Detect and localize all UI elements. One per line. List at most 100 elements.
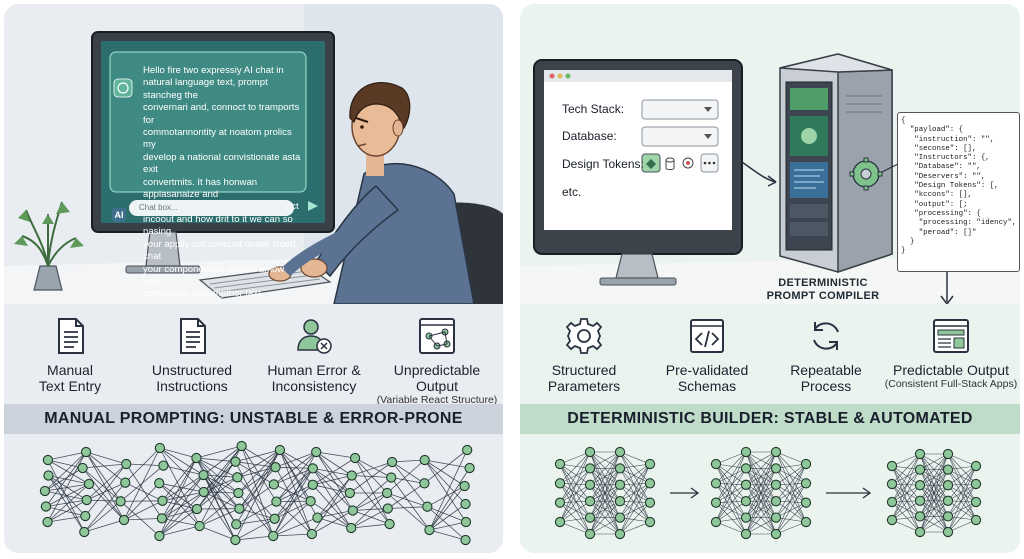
network-node — [346, 522, 357, 534]
network-node — [154, 442, 166, 454]
feature-pre-validated-schemas: Pre-validated Schemas — [647, 316, 767, 394]
manual-prompting-banner: MANUAL PROMPTING: UNSTABLE & ERROR-PRONE — [4, 404, 503, 434]
structured-neural-network — [554, 446, 982, 540]
network-node — [81, 494, 92, 506]
deterministic-builder-banner: DETERMINISTIC BUILDER: STABLE & AUTOMATE… — [520, 404, 1020, 434]
network-node — [120, 477, 131, 488]
tech-stack-label: Tech Stack: — [562, 102, 625, 116]
network-node — [942, 464, 954, 475]
network-node — [740, 446, 752, 458]
network-node — [382, 503, 393, 514]
network-node — [156, 513, 168, 524]
plant-icon — [14, 201, 84, 291]
network-node — [80, 510, 91, 522]
deterministic-builder-panel: Tech Stack: Database: Design Tokens: etc… — [520, 4, 1020, 553]
network-node — [942, 526, 954, 538]
gear-icon — [565, 318, 603, 354]
network-node — [710, 497, 722, 508]
deterministic-builder-scene — [520, 53, 1020, 304]
network-node — [230, 534, 241, 546]
network-node — [942, 448, 954, 460]
network-node — [42, 516, 53, 528]
network-node — [740, 463, 752, 474]
network-node — [121, 458, 132, 470]
network-node — [942, 480, 954, 491]
network-node — [346, 470, 357, 481]
network-node — [614, 512, 626, 523]
network-node — [914, 511, 926, 522]
network-node — [614, 496, 626, 507]
network-node — [191, 503, 203, 515]
network-node — [710, 458, 722, 470]
feature-sublabel: (Variable React Structure) — [376, 394, 498, 406]
network-node — [770, 479, 782, 490]
feature-label-line2: Process — [800, 378, 852, 394]
compiler-label-line2: PROMPT COMPILER — [766, 290, 880, 302]
database-label: Database: — [562, 129, 617, 143]
chat-message-text: Hello fire two expressiy AI chat in natu… — [143, 65, 301, 300]
feature-unstructured-instructions: Unstructured Instructions — [132, 316, 252, 394]
network-node — [43, 470, 54, 481]
network-node — [307, 463, 318, 474]
network-node — [419, 478, 430, 489]
network-node — [614, 479, 626, 490]
network-node — [460, 516, 472, 528]
network-node — [800, 458, 812, 470]
network-node — [584, 479, 596, 490]
network-node — [191, 452, 202, 464]
network-node — [914, 526, 926, 538]
network-node — [464, 462, 475, 474]
network-node — [770, 496, 782, 507]
network-node — [194, 520, 205, 532]
database-select[interactable] — [642, 127, 704, 146]
network-links — [559, 451, 977, 535]
network-node — [274, 444, 286, 456]
network-node — [770, 528, 782, 540]
network-node — [270, 462, 281, 473]
design-tokens-label: Design Tokens: — [562, 157, 644, 171]
feature-label-line2: Text Entry — [38, 378, 102, 394]
network-node — [344, 487, 356, 499]
chaotic-neural-network — [39, 440, 475, 546]
network-node — [970, 460, 982, 472]
network-node — [914, 448, 926, 460]
network-node — [644, 497, 656, 508]
network-node — [970, 514, 982, 526]
document-icon — [180, 318, 206, 354]
network-node — [312, 512, 323, 523]
network-node — [554, 497, 566, 508]
refresh-icon — [813, 322, 839, 350]
network-node — [39, 485, 51, 497]
chat-input[interactable]: Chat box... — [129, 200, 294, 216]
network-node — [40, 501, 52, 512]
network-node — [424, 524, 435, 536]
compiler-label: DETERMINISTIC PROMPT COMPILER — [743, 277, 903, 303]
network-node — [232, 472, 243, 483]
network-node — [770, 512, 782, 523]
network-node — [349, 452, 361, 464]
network-node — [115, 496, 126, 507]
network-node — [770, 463, 782, 474]
network-node — [740, 512, 752, 523]
network-node — [644, 516, 656, 528]
feature-predictable-output: Predictable Output (Consistent Full-Stac… — [884, 316, 1018, 391]
network-node — [554, 516, 566, 528]
feature-manual-text-entry: Manual Text Entry — [10, 316, 130, 394]
network-node — [584, 446, 596, 458]
feature-structured-parameters: Structured Parameters — [524, 316, 644, 394]
network-node — [460, 498, 471, 510]
network-node — [419, 454, 430, 466]
network-node — [970, 496, 982, 508]
network-node — [83, 478, 95, 490]
arrow-icon — [670, 487, 700, 499]
tech-stack-select[interactable] — [642, 100, 704, 119]
network-node — [914, 495, 926, 506]
network-node — [614, 463, 626, 474]
network-nodes — [39, 440, 475, 546]
feature-label-line1: Human Error & — [267, 362, 361, 378]
feature-label-line1: Structured — [551, 362, 617, 378]
network-node — [305, 496, 316, 507]
feature-label-line1: Unstructured — [151, 362, 233, 378]
ai-badge: AI — [114, 210, 124, 220]
network-node — [554, 478, 566, 489]
